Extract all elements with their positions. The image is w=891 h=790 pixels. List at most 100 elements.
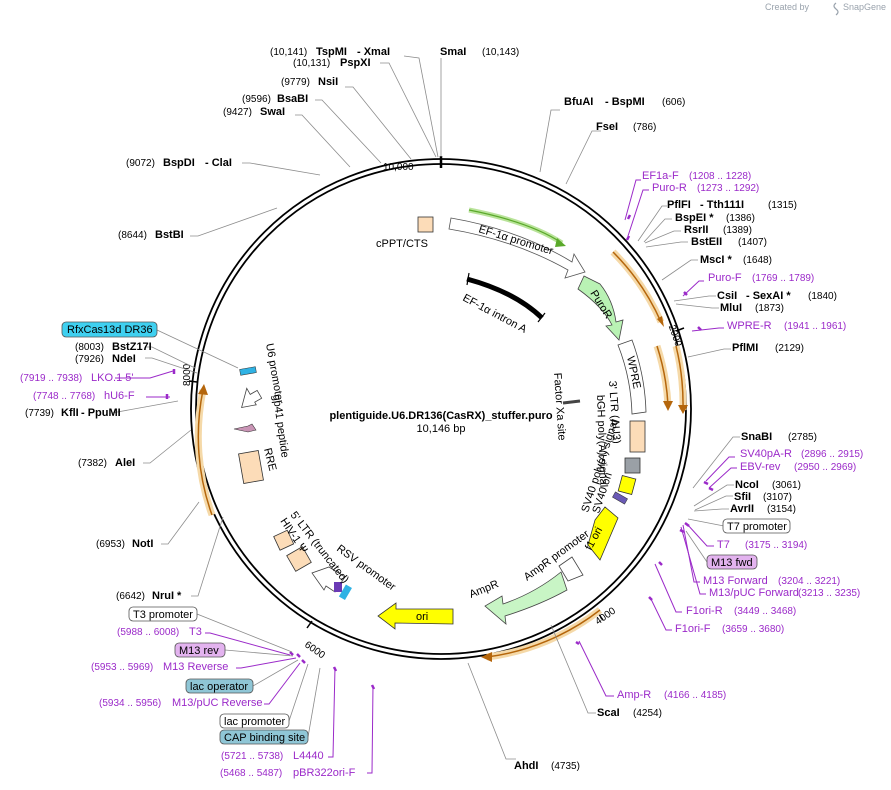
f1-ori-arrow	[587, 506, 619, 561]
ltr5-feature-box	[286, 546, 312, 572]
primer-pbr322ori-f: pBR322ori-F	[293, 767, 356, 779]
boxed-cap-binding-site	[219, 729, 309, 745]
site-alei-coord: (7382)	[78, 458, 107, 469]
primer-puro-f: Puro-F	[708, 272, 742, 284]
site-bspei: BspEI *	[675, 212, 714, 224]
site-pflfi: PflFI	[667, 199, 691, 211]
primer-l4440: L4440	[293, 750, 324, 762]
feature-label-ltr3: 3' LTR (ΔU3)	[606, 380, 622, 444]
feature-label-cppt: cPPT/CTS	[376, 238, 428, 250]
primer-ef1a-f-coord: (1208 .. 1228)	[689, 171, 751, 182]
site-snabi: SnaBI	[741, 431, 772, 443]
restriction-sites: SmaI (10,143) (10,141) TspMI - XmaI (10,…	[25, 46, 837, 772]
site-pflmi: PflMI	[732, 342, 758, 354]
primer-t7: T7	[717, 539, 730, 551]
feature-label-ampr: AmpR	[468, 578, 501, 601]
primer-m13-puc-reverse-coord: (5934 .. 5956)	[99, 698, 161, 709]
site-bstbi-coord: (8644)	[118, 230, 147, 241]
site-snabi-coord: (2785)	[788, 432, 817, 443]
boxed-rfxcas13d-dr36	[61, 321, 158, 338]
boxed-m13-fwd	[706, 554, 758, 570]
site-ppumi: - PpuMI	[81, 407, 121, 419]
ef1a-intron-bar	[466, 276, 544, 320]
boxed-label-lac-operator: lac operator	[190, 681, 248, 693]
site-rsrii: RsrII	[684, 224, 708, 236]
site-csii-coord: (1840)	[808, 291, 837, 302]
primer-wpre-r-coord: (1941 .. 1961)	[784, 321, 846, 332]
sv40-pa-small-box	[612, 491, 628, 505]
rre-feature-box	[238, 450, 264, 484]
boxed-feature-labels: RfxCas13d DR36 T7 promoter M13 fwd T3 pr…	[61, 321, 791, 745]
snapgene-logo-icon	[833, 2, 839, 16]
boxed-label-m13-rev: M13 rev	[179, 645, 219, 657]
ef1a-promoter-arrow	[448, 217, 586, 279]
primer-hu6-f: hU6-F	[104, 390, 135, 402]
primer-t3-coord: (5988 .. 6008)	[117, 627, 179, 638]
site-mlui: MluI	[720, 302, 742, 314]
site-bsteii: BstEII	[691, 236, 722, 248]
site-avrii-coord: (3154)	[767, 504, 796, 515]
primer-m13-forward: M13 Forward	[703, 575, 768, 587]
site-nrui-coord: (6642)	[116, 591, 145, 602]
inner-features	[233, 207, 647, 630]
site-sexai: - SexAI *	[746, 290, 791, 302]
primer-puro-r-coord: (1273 .. 1292)	[697, 183, 759, 194]
site-fsei: FseI	[596, 121, 618, 133]
rsv-small-box-2	[338, 584, 352, 601]
site-noti: NotI	[132, 538, 153, 550]
site-fsei-coord: (786)	[633, 122, 656, 133]
tick-label-10000: 10,000	[383, 162, 414, 173]
tick-label-2000: 2000	[666, 323, 684, 348]
boxed-lac-operator	[185, 678, 254, 694]
primer-f1ori-r: F1ori-R	[686, 605, 723, 617]
orf-arc-2a	[653, 344, 672, 406]
site-smai-coord: (10,143)	[482, 47, 519, 58]
primer-m13-reverse-coord: (5953 .. 5969)	[91, 662, 153, 673]
site-tth111i: - Tth111I	[700, 199, 744, 211]
rsv-small-box-1	[334, 582, 342, 592]
site-tspmi: TspMI	[316, 46, 347, 58]
orf-arc-puro-line	[612, 251, 662, 323]
site-csii: CsiI	[717, 290, 737, 302]
u6-promoter-arrow	[241, 387, 263, 408]
feature-label-bgh: bGH poly(A) signal	[594, 395, 609, 488]
site-ahdi-coord: (4735)	[551, 761, 580, 772]
site-bstz17i: BstZ17I	[112, 341, 152, 353]
boxed-t3-promoter	[128, 606, 198, 622]
primer-leader-lines	[115, 179, 737, 774]
primer-ebv-rev-coord: (2950 .. 2969)	[794, 462, 856, 473]
ampr-promoter-arrow	[558, 556, 584, 582]
site-xmai: - XmaI	[357, 46, 390, 58]
site-bstbi: BstBI	[155, 229, 184, 241]
primer-amp-r-coord: (4166 .. 4185)	[664, 690, 726, 701]
site-bspei-coord: (1386)	[726, 213, 755, 224]
orf-arcs	[194, 249, 688, 662]
site-bfuai-coord: (606)	[662, 97, 685, 108]
site-ndei: NdeI	[112, 353, 136, 365]
primer-puro-r: Puro-R	[652, 182, 687, 194]
primer-f1ori-f-coord: (3659 .. 3680)	[722, 624, 784, 635]
site-nsii: NsiI	[318, 76, 338, 88]
site-clai: - ClaI	[205, 157, 232, 169]
site-ncoi-coord: (3061)	[772, 480, 801, 491]
site-noti-coord: (6953)	[96, 539, 125, 550]
primer-sv40pa-r: SV40pA-R	[740, 448, 792, 460]
site-pflfi-coord: (1315)	[768, 200, 797, 211]
primer-m13-forward-coord: (3204 .. 3221)	[778, 576, 840, 587]
ampr-feature-arrow	[484, 571, 568, 625]
site-leader-lines	[111, 55, 740, 760]
created-by-text: Created by	[765, 2, 810, 12]
site-mlui-coord: (1873)	[755, 303, 784, 314]
orf-arrowhead-ampr	[481, 652, 492, 662]
u6-dr36-mark	[239, 366, 257, 376]
primer-f1ori-r-coord: (3449 .. 3468)	[734, 606, 796, 617]
site-msci: MscI *	[700, 254, 733, 266]
boxed-label-cap-binding-site: CAP binding site	[224, 732, 305, 744]
primer-m13-puc-forward-coord: (3213 .. 3235)	[798, 588, 860, 599]
primer-ef1a-f: EF1a-F	[642, 170, 679, 182]
boxed-t7-promoter	[722, 518, 791, 534]
site-bspdi-coord: (9072)	[126, 158, 155, 169]
feature-label-rre: RRE	[261, 447, 278, 472]
primer-lko1-coord: (7919 .. 7938)	[20, 373, 82, 384]
site-kfli: KflI	[61, 407, 79, 419]
